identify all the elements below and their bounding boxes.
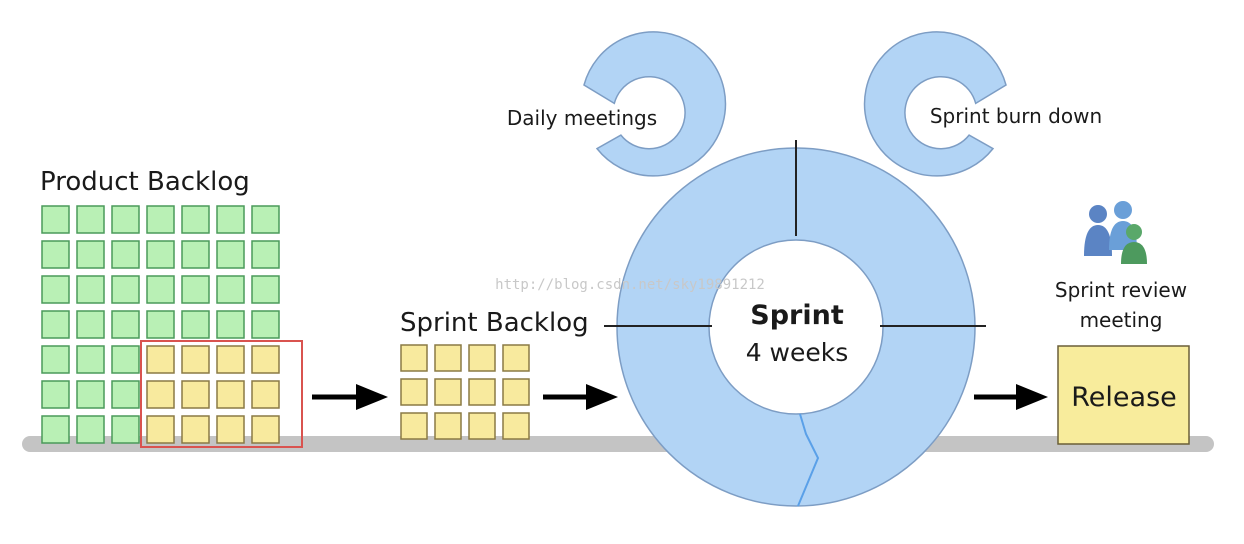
arrow-to-sprint	[543, 384, 618, 410]
backlog-item	[41, 345, 70, 374]
backlog-item	[146, 415, 175, 444]
arrow-to-sprint-backlog	[312, 384, 388, 410]
backlog-item	[76, 310, 105, 339]
sprint-backlog-item	[468, 412, 496, 440]
backlog-item	[146, 345, 175, 374]
backlog-item	[111, 415, 140, 444]
backlog-item	[76, 380, 105, 409]
sprint-backlog-grid	[400, 344, 530, 440]
sprint-backlog-item	[434, 412, 462, 440]
backlog-item	[41, 380, 70, 409]
arrow-to-release	[974, 384, 1048, 410]
backlog-item	[41, 310, 70, 339]
release-box	[1057, 345, 1190, 445]
backlog-item	[251, 275, 280, 304]
backlog-item	[111, 275, 140, 304]
backlog-item	[181, 240, 210, 269]
backlog-item	[41, 275, 70, 304]
release-label: Release	[1071, 382, 1177, 413]
sprint-burn-down-ring	[863, 31, 1007, 177]
sprint-review-label-line1: Sprint review	[1055, 278, 1187, 302]
backlog-item	[76, 415, 105, 444]
backlog-item	[251, 345, 280, 374]
daily-meetings-label: Daily meetings	[507, 106, 657, 130]
sprint-duration-label: 4 weeks	[746, 338, 849, 367]
backlog-item	[216, 380, 245, 409]
selected-items-box	[140, 340, 303, 448]
sprint-backlog-item	[468, 378, 496, 406]
daily-meetings-ring	[583, 31, 727, 177]
backlog-item	[216, 310, 245, 339]
backlog-item	[181, 205, 210, 234]
backlog-item	[216, 240, 245, 269]
backlog-item	[181, 275, 210, 304]
backlog-item	[41, 415, 70, 444]
backlog-item	[111, 345, 140, 374]
product-backlog-grid	[41, 205, 280, 444]
backlog-item	[146, 310, 175, 339]
sprint-ring-seam	[797, 413, 820, 507]
backlog-item	[111, 205, 140, 234]
backlog-item	[216, 205, 245, 234]
sprint-burn-down-label: Sprint burn down	[930, 104, 1102, 128]
backlog-item	[181, 415, 210, 444]
sprint-backlog-item	[468, 344, 496, 372]
backlog-item	[146, 380, 175, 409]
backlog-item	[76, 275, 105, 304]
backlog-item	[76, 345, 105, 374]
backlog-item	[251, 380, 280, 409]
sprint-backlog-item	[434, 378, 462, 406]
backlog-item	[146, 240, 175, 269]
backlog-item	[146, 205, 175, 234]
backlog-item	[181, 310, 210, 339]
backlog-item	[216, 415, 245, 444]
backlog-item	[251, 415, 280, 444]
sprint-backlog-item	[502, 378, 530, 406]
product-backlog-title: Product Backlog	[40, 167, 250, 197]
backlog-item	[251, 205, 280, 234]
sprint-backlog-item	[400, 344, 428, 372]
sprint-backlog-item	[502, 344, 530, 372]
backlog-item	[181, 380, 210, 409]
sprint-backlog-item	[400, 378, 428, 406]
backlog-item	[111, 240, 140, 269]
backlog-item	[251, 310, 280, 339]
backlog-item	[111, 380, 140, 409]
sprint-backlog-item	[400, 412, 428, 440]
backlog-item	[41, 240, 70, 269]
backlog-item	[111, 310, 140, 339]
people-icon	[1084, 201, 1147, 264]
sprint-backlog-item	[502, 412, 530, 440]
backlog-item	[216, 275, 245, 304]
sprint-backlog-item	[434, 344, 462, 372]
backlog-item	[41, 205, 70, 234]
sprint-label: Sprint	[750, 300, 844, 331]
backlog-item	[251, 240, 280, 269]
backlog-item	[76, 240, 105, 269]
sprint-backlog-title: Sprint Backlog	[400, 308, 589, 338]
watermark-url: http://blog.csdn.net/sky19891212	[495, 277, 765, 293]
backlog-item	[216, 345, 245, 374]
backlog-item	[146, 275, 175, 304]
backlog-item	[181, 345, 210, 374]
sprint-review-label-line2: meeting	[1080, 308, 1163, 332]
backlog-item	[76, 205, 105, 234]
